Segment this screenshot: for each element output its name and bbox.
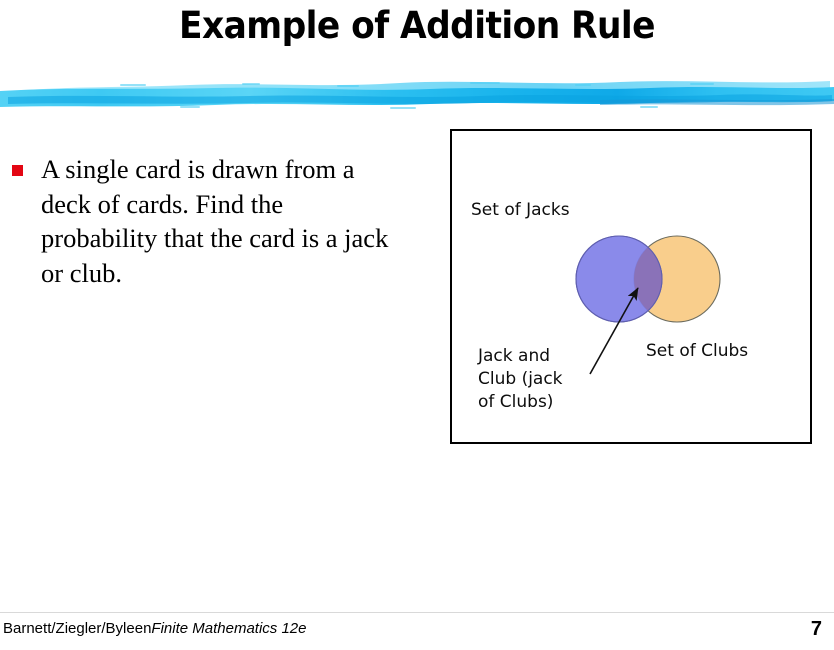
leader-arrow-icon [589, 287, 639, 375]
page-number: 7 [810, 618, 822, 640]
footer-authors: Barnett/Ziegler/Byleen [3, 620, 152, 637]
venn-diagram-graphic [575, 235, 721, 375]
brush-speckles [120, 82, 714, 109]
brush-stroke-divider [0, 76, 834, 110]
list-item: A single card is drawn from a deck of ca… [12, 152, 412, 290]
footer-divider [0, 612, 834, 613]
square-bullet-icon [12, 165, 23, 176]
bullet-list: A single card is drawn from a deck of ca… [12, 152, 412, 290]
brush-stroke-icon [0, 81, 834, 109]
footer-book-title: Finite Mathematics 12e [151, 620, 307, 637]
intersection-label: Jack and Club (jack of Clubs) [478, 346, 563, 412]
venn-diagram-panel: Set of Jacks Set of Clubs Jack and Club … [450, 129, 812, 444]
footer-credit: Barnett/Ziegler/ByleenFinite Mathematics… [3, 619, 307, 639]
intersection-region [634, 236, 662, 322]
page-title: Example of Addition Rule [179, 4, 655, 47]
bullet-item-text: A single card is drawn from a deck of ca… [41, 154, 389, 288]
brush-tail [600, 99, 834, 106]
set-of-jacks-label: Set of Jacks [471, 200, 570, 220]
set-of-clubs-label: Set of Clubs [646, 341, 749, 361]
